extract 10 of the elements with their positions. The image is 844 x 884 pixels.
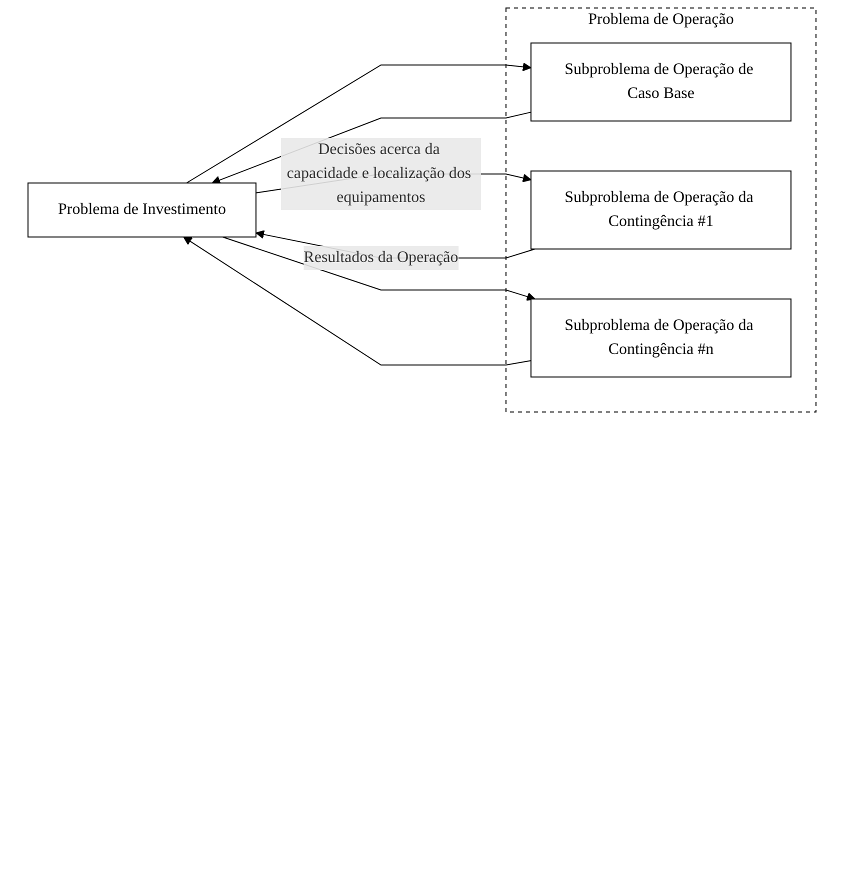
edge-label: Decisões acerca da capacidade e localização dos equipamentos — [286, 141, 472, 206]
node-box — [530, 170, 792, 250]
node-box — [530, 298, 792, 378]
node-box — [530, 42, 792, 122]
node-box — [28, 182, 256, 238]
edge-label: Resultados da Operação — [304, 249, 458, 266]
cluster — [505, 8, 816, 412]
flowchart: Problema de Operação Decisões acerca da capacidade e localização dos equipamentos Resultados da Operação Problema de Investimento Subproblema de Operação de Caso Base Subproblema de Operação da Contingência #1 Subproblema de Operação da Contingência #n — [0, 0, 844, 420]
arrow — [183, 236, 532, 366]
arrow — [222, 236, 536, 301]
